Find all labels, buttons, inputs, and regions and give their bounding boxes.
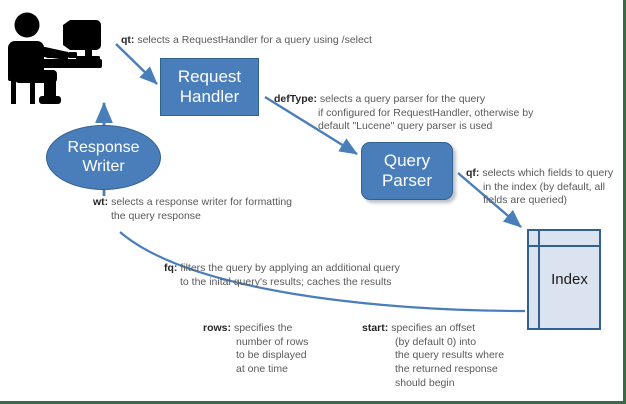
annotation-wt-line1: selects a response writer for formatting — [111, 196, 292, 208]
annotation-deftype-line3: default "Lucene" query parser is used — [318, 120, 493, 133]
annotation-qf-line3: fields are queried) — [483, 194, 568, 207]
annotation-rows-line4: at one time — [236, 362, 288, 375]
annotation-deftype-line1: selects a query parser for the query — [319, 93, 486, 105]
annotation-fq-line2: to the inital query's results; caches th… — [180, 275, 392, 288]
annotation-rows: rows: specifies the number of rows to be… — [203, 322, 308, 377]
annotation-qf-line1: selects which fields to query — [482, 167, 614, 179]
node-index[interactable]: Index — [527, 229, 601, 330]
index-header-divider — [529, 245, 599, 247]
annotation-start: start: specifies an offset (by default 0… — [362, 322, 504, 390]
node-query-parser[interactable]: Query Parser — [361, 142, 453, 200]
annotation-qf-param: qf: — [466, 167, 480, 179]
annotation-deftype-line2: if configured for RequestHandler, otherw… — [318, 106, 534, 119]
annotation-start-param: start: — [362, 322, 389, 334]
node-response-writer[interactable]: Response Writer — [46, 125, 161, 190]
arrow-index-to-response-writer — [119, 231, 526, 313]
node-request-handler[interactable]: Request Handler — [160, 58, 259, 116]
annotation-fq: fq: filters the query by applying an add… — [164, 262, 400, 289]
annotation-start-line3: the query results where — [395, 349, 505, 362]
arrow-user-to-request-handler — [115, 43, 158, 85]
annotation-deftype: defType: selects a query parser for the … — [274, 93, 533, 134]
node-request-handler-line2: Handler — [179, 87, 240, 106]
annotation-qt-line1: selects a RequestHandler for a query usi… — [137, 34, 372, 46]
node-query-parser-line2: Parser — [381, 171, 433, 190]
annotation-start-line4: the returned response — [395, 362, 498, 375]
annotation-wt: wt: selects a response writer for format… — [93, 196, 292, 223]
annotation-wt-param: wt: — [93, 196, 109, 208]
annotation-qf: qf: selects which fields to query in the… — [466, 167, 613, 208]
index-spine-divider — [538, 231, 540, 328]
node-index-label: Index — [551, 271, 588, 288]
annotation-start-line1: specifies an offset — [391, 322, 476, 334]
annotation-rows-line3: to be displayed — [236, 349, 307, 362]
annotation-rows-param: rows: — [203, 322, 232, 334]
arrow-request-handler-to-query-parser — [264, 95, 358, 156]
annotation-qt: qt: selects a RequestHandler for a query… — [121, 34, 372, 48]
annotation-qf-line2: in the index (by default, all — [483, 180, 605, 193]
annotation-rows-line1: specifies the — [233, 322, 293, 334]
annotation-start-line2: (by default 0) into — [395, 335, 477, 348]
node-response-writer-line1: Response — [67, 138, 140, 156]
annotation-wt-line2: the query response — [111, 209, 201, 222]
annotation-rows-line2: number of rows — [236, 335, 309, 348]
annotation-qt-param: qt: — [121, 34, 135, 46]
annotation-fq-param: fq: — [164, 262, 178, 274]
arrow-query-parser-to-index — [457, 172, 522, 228]
annotation-fq-line1: filters the query by applying an additio… — [180, 262, 400, 274]
node-query-parser-line1: Query — [383, 150, 431, 170]
node-request-handler-line1: Request — [177, 66, 242, 86]
user-at-computer-icon — [8, 12, 102, 104]
annotation-start-line5: should begin — [395, 376, 455, 389]
annotation-deftype-param: defType: — [274, 93, 317, 105]
node-response-writer-line2: Writer — [82, 157, 125, 175]
